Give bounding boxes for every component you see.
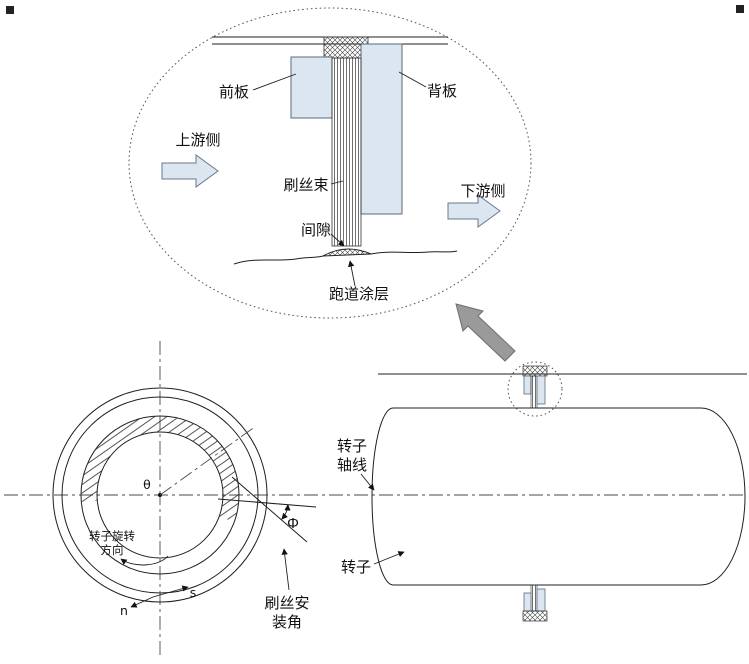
top-seal-assembly <box>522 365 548 409</box>
rotation-direction-arrow <box>120 555 169 566</box>
top-seal-bristles <box>530 375 538 409</box>
front-plate <box>290 56 333 119</box>
rotor-label: 转子 <box>341 559 371 576</box>
downstream-label: 下游侧 <box>460 183 505 200</box>
detail-view-boundary-ellipse <box>128 7 532 319</box>
radial-reference-line <box>217 498 317 508</box>
bristle-pack <box>331 57 362 247</box>
install-angle-leader-arrow <box>281 548 290 591</box>
rotor-right-end-arc <box>700 407 746 586</box>
runway-coating-label: 跑道涂层 <box>329 286 389 303</box>
front-plate-label: 前板 <box>219 83 249 101</box>
phi-label: Φ <box>287 515 299 532</box>
housing-inner-circle <box>61 396 259 594</box>
install-angle-label-line2: 装角 <box>272 614 302 631</box>
top-seal-back-plate <box>536 375 546 405</box>
back-plate-leader <box>398 71 427 88</box>
housing-outer-circle <box>52 387 268 603</box>
n-label: n <box>120 603 128 618</box>
s-direction-arrow <box>152 585 189 598</box>
s-label: s <box>190 585 197 600</box>
bottom-seal-back-plate <box>536 588 546 612</box>
runway-coating-bump <box>322 248 372 257</box>
rotor-axis-leader-arrow <box>360 473 375 491</box>
selection-handle-top-left <box>6 6 14 14</box>
coating-leader-arrow <box>348 260 356 287</box>
rotor-surface-left <box>233 255 324 265</box>
rotation-direction-label-line2: 方向 <box>101 543 124 557</box>
clearance-label: 间隙 <box>301 222 331 239</box>
top-seal-clamp-crosshatch <box>522 365 548 377</box>
bristle-bundle-leader <box>330 180 344 185</box>
clearance-leader-arrow <box>330 233 345 247</box>
rotation-direction-label-line1: 转子旋转 <box>89 529 135 543</box>
rotor-axis-label-line2: 轴线 <box>337 457 367 474</box>
magnify-pointer-arrow <box>455 303 516 362</box>
downstream-flow-arrow <box>447 194 501 228</box>
upstream-flow-arrow <box>161 154 219 188</box>
bristle-bundle-label: 刷丝束 <box>283 177 328 194</box>
bottom-seal-front-plate <box>523 592 532 612</box>
bristle-hatch-sector <box>80 415 239 522</box>
theta-radius-line <box>159 425 257 496</box>
rotor-left-end-arc <box>371 407 394 586</box>
n-direction-arrow <box>130 596 154 608</box>
detail-callout-circle <box>507 361 563 417</box>
theta-label: θ <box>143 477 151 492</box>
detail-view: 前板 背板 上游侧 刷丝束 下游侧 间隙 跑道涂层 <box>128 7 532 319</box>
rotor-leader-arrow <box>373 551 405 565</box>
install-angle-label-line1: 刷丝安 <box>264 595 309 612</box>
back-plate-label: 背板 <box>427 82 457 100</box>
side-view: 转子 轴线 转子 <box>337 303 747 622</box>
bottom-seal-assembly <box>522 584 548 622</box>
upstream-label: 上游侧 <box>175 132 220 149</box>
bottom-seal-bristles <box>530 584 538 612</box>
front-view: θ Φ 转子旋转 方向 s n 刷丝安 装角 <box>52 387 317 631</box>
bottom-seal-clamp-crosshatch <box>522 610 548 622</box>
front-plate-leader <box>252 73 297 91</box>
bristle-direction-line <box>231 476 308 543</box>
back-plate <box>360 43 403 215</box>
phi-angle-arc <box>281 504 291 520</box>
rotor-axis-label-line1: 转子 <box>337 438 367 455</box>
selection-handle-top-right <box>736 5 744 13</box>
top-seal-front-plate <box>523 375 532 395</box>
rotor-surface-right <box>370 250 458 255</box>
